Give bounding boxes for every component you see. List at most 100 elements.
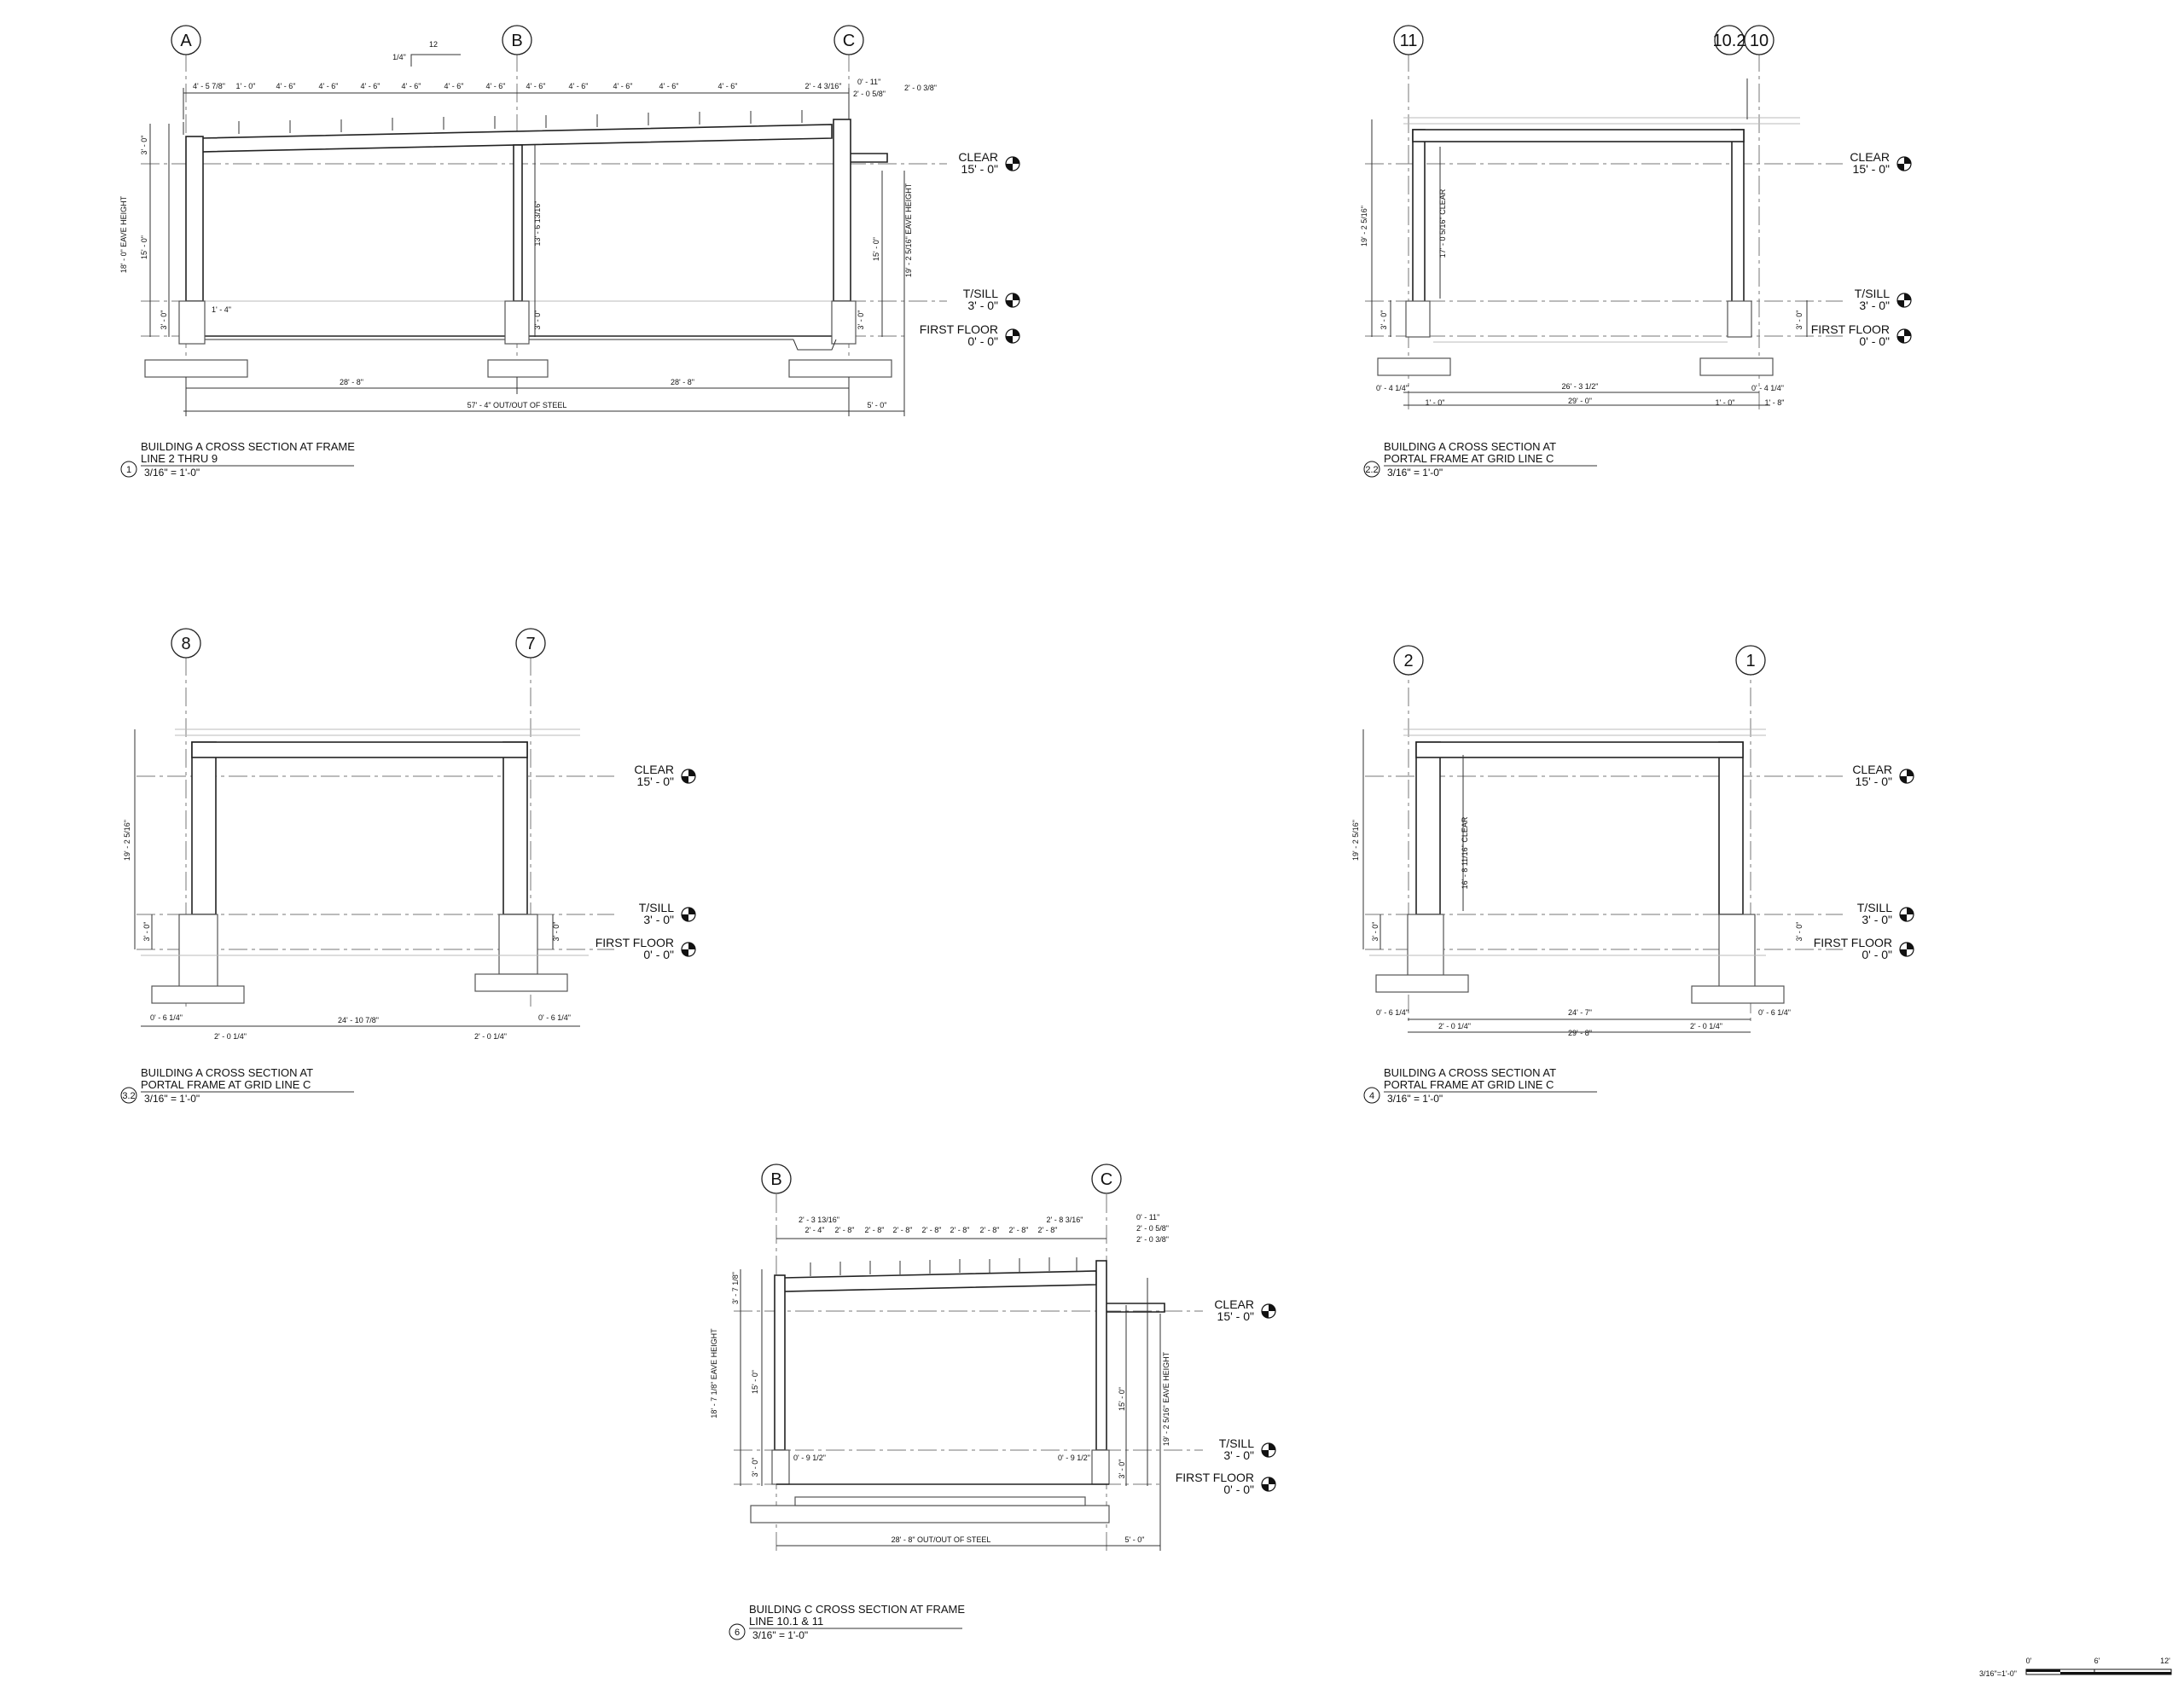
view-number-circle	[1363, 1087, 1380, 1104]
scale-bar-tick: 0'	[2026, 1657, 2032, 1665]
bottom-dim: 0' - 6 1/4"	[1376, 1008, 1409, 1017]
bottom-overall-dim: 28' - 8" OUT/OUT OF STEEL	[892, 1535, 991, 1544]
view-title-line1: BUILDING A CROSS SECTION AT	[1384, 440, 1556, 453]
grid-c-label: C	[843, 32, 855, 50]
bottom-dim: 1' - 8"	[1765, 398, 1785, 407]
top-dimension: 2' - 8"	[1009, 1226, 1029, 1234]
grid-a-bubble	[171, 25, 201, 55]
level-clear-marker-icon	[1899, 769, 1914, 784]
left-height-dim: 19' - 2 5/16"	[1351, 820, 1360, 861]
level-floor-elevation: 0' - 0"	[967, 334, 998, 348]
top-dimension: 2' - 8"	[980, 1226, 1000, 1234]
level-clear-marker-icon	[681, 769, 696, 784]
grid-2-bubble	[1393, 645, 1424, 676]
top-dimension: 2' - 8"	[922, 1226, 942, 1234]
grid-2-label: 2	[1403, 652, 1413, 670]
base-plate-note: 0' - 9 1/2"	[793, 1454, 826, 1462]
grid-8-label: 8	[181, 635, 190, 653]
level-sill-marker-icon	[1899, 907, 1914, 922]
left-height-dim: 19' - 2 5/16"	[123, 820, 131, 861]
level-floor-marker-icon	[681, 942, 696, 957]
right-sill-dim: 3' - 0"	[552, 922, 561, 942]
grid-11-label: 11	[1400, 32, 1418, 50]
top-dimension: 4' - 6"	[613, 82, 633, 90]
top-dimension: 2' - 8"	[835, 1226, 855, 1234]
scale-bar-tick: 12'	[2160, 1657, 2170, 1665]
level-floor-name: FIRST FLOOR	[920, 322, 998, 336]
right-dimension: 2' - 0 3/8"	[1136, 1235, 1169, 1244]
grid-7-bubble	[515, 628, 546, 659]
roof-slope-run: 12	[429, 40, 438, 49]
level-sill-marker-icon	[681, 907, 696, 922]
base-plate-note: 0' - 9 1/2"	[1058, 1454, 1090, 1462]
view-scale: 3/16" = 1'-0"	[752, 1629, 808, 1641]
right-dimension: 0' - 11"	[857, 78, 880, 86]
view-number: 3.2	[122, 1091, 135, 1101]
view-title-line2: LINE 10.1 & 11	[749, 1615, 823, 1628]
right-sill-dim: 3' - 0"	[857, 310, 865, 330]
left-clear-dim: 15' - 0"	[751, 1370, 759, 1394]
bottom-dim: 24' - 7"	[1568, 1008, 1592, 1017]
view-number-circle	[1363, 461, 1380, 478]
view-number-circle	[729, 1623, 746, 1640]
level-sill-name: T/SILL	[1857, 901, 1892, 914]
view-number-circle	[120, 1087, 137, 1104]
grid-11-bubble	[1393, 25, 1424, 55]
level-floor-name: FIRST FLOOR	[1814, 936, 1892, 949]
left-eave-height-dim: 18' - 0" EAVE HEIGHT	[119, 195, 128, 273]
top-dimension: 4' - 6"	[569, 82, 589, 90]
left-sill-dim: 3' - 0"	[1380, 310, 1388, 330]
view-number: 6	[735, 1628, 740, 1638]
grid-1-bubble	[1735, 645, 1766, 676]
right-clear-dim: 15' - 0"	[872, 237, 880, 261]
level-sill-elevation: 3' - 0"	[1859, 299, 1890, 312]
clear-height-dim: 16' - 8 11/16" CLEAR	[1461, 816, 1469, 889]
left-sill-dim: 3' - 0"	[142, 922, 151, 942]
level-sill-marker-icon	[1261, 1442, 1276, 1458]
bottom-span-dim: 28' - 8"	[340, 378, 363, 386]
top-dimension: 4' - 6"	[718, 82, 738, 90]
top-dimension: 2' - 8"	[893, 1226, 913, 1234]
bottom-overhang-dim: 5' - 0"	[868, 401, 887, 409]
top-dimension: 2' - 3 13/16"	[799, 1216, 839, 1224]
level-sill-elevation: 3' - 0"	[967, 299, 998, 312]
grid-10-2-label: 10.2	[1713, 32, 1746, 50]
level-floor-elevation: 0' - 0"	[1862, 948, 1892, 961]
top-dimension: 4' - 6"	[361, 82, 380, 90]
top-dimension: 4' - 6"	[402, 82, 421, 90]
top-dimension: 4' - 6"	[276, 82, 296, 90]
right-dimension: 2' - 0 5/8"	[853, 90, 886, 98]
view-2-2-portal-frame	[1365, 53, 1843, 409]
bottom-span-dim: 28' - 8"	[671, 378, 694, 386]
level-clear-name: CLEAR	[1214, 1297, 1254, 1311]
bottom-overall-dim: 57' - 4" OUT/OUT OF STEEL	[468, 401, 567, 409]
base-plate-note: 1' - 4"	[212, 305, 231, 314]
top-dimension: 2' - 8"	[1038, 1226, 1058, 1234]
bottom-dim: 2' - 0 1/4"	[474, 1032, 507, 1041]
view-scale: 3/16" = 1'-0"	[1387, 1093, 1443, 1105]
level-sill-marker-icon	[1896, 293, 1912, 308]
top-dimension: 4' - 6"	[486, 82, 506, 90]
bottom-dim: 2' - 0 1/4"	[1690, 1022, 1722, 1030]
level-floor-elevation: 0' - 0"	[643, 948, 674, 961]
right-dimension: 2' - 0 3/8"	[904, 84, 937, 92]
grid-10-label: 10	[1750, 32, 1769, 50]
grid-10-bubble	[1744, 25, 1774, 55]
right-dimension: 0' - 11"	[1136, 1213, 1159, 1222]
level-sill-name: T/SILL	[639, 901, 674, 914]
left-sill-dim: 3' - 0"	[1371, 922, 1380, 942]
level-floor-marker-icon	[1005, 328, 1020, 344]
level-floor-name: FIRST FLOOR	[1811, 322, 1890, 336]
level-floor-marker-icon	[1896, 328, 1912, 344]
graphic-scale-bar	[2025, 1668, 2172, 1675]
view-title-line2: PORTAL FRAME AT GRID LINE C	[1384, 452, 1554, 465]
level-clear-elevation: 15' - 0"	[1853, 162, 1890, 176]
top-dimension: 4' - 6"	[659, 82, 679, 90]
level-sill-elevation: 3' - 0"	[1223, 1448, 1254, 1462]
level-clear-elevation: 15' - 0"	[1217, 1309, 1254, 1323]
level-clear-marker-icon	[1261, 1303, 1276, 1319]
bottom-dim: 0' - 6 1/4"	[150, 1013, 183, 1022]
left-sill-dim: 3' - 0"	[751, 1458, 759, 1477]
level-clear-name: CLEAR	[634, 763, 674, 776]
level-sill-elevation: 3' - 0"	[1862, 913, 1892, 926]
